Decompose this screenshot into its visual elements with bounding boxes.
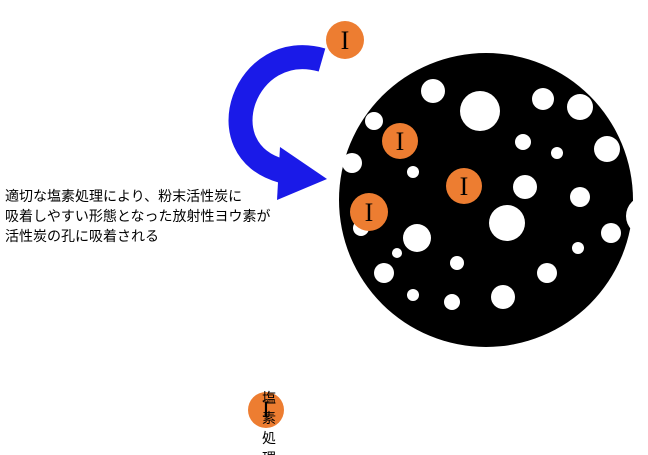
main-caption: 適切な塩素処理により、粉末活性炭に 吸着しやすい形態となった放射性ヨウ素が 活性…	[5, 188, 271, 244]
pore	[392, 248, 402, 258]
arrow-head-icon	[277, 147, 327, 200]
pore	[421, 79, 445, 103]
legend: I 塩素処理により活性炭に 吸着しやすい形態になった 放射性ヨウ素	[248, 388, 284, 455]
pore	[374, 263, 394, 283]
iodine-label: I	[460, 172, 469, 201]
carbon-particle	[339, 53, 648, 347]
pore	[407, 289, 419, 301]
pore	[407, 166, 419, 178]
pore	[342, 153, 362, 173]
iodine-ball	[382, 123, 418, 159]
pore	[450, 256, 464, 270]
iodine-label: I	[341, 26, 350, 55]
arrow-curve	[228, 45, 326, 183]
pore	[444, 294, 460, 310]
iodine-particle-free: I	[326, 21, 364, 59]
iodine-label: I	[365, 198, 374, 227]
pore	[403, 224, 431, 252]
legend-caption: 塩素処理により活性炭に 吸着しやすい形態になった 放射性ヨウ素	[262, 390, 276, 455]
pore	[567, 94, 593, 120]
carbon-body	[339, 53, 633, 347]
pore	[515, 134, 531, 150]
pore	[537, 263, 557, 283]
pore	[460, 91, 500, 131]
iodine-particle-adsorbed-1: I	[382, 123, 418, 159]
pore	[532, 88, 554, 110]
adsorption-arrow	[228, 45, 327, 200]
pore	[513, 175, 537, 199]
pore	[570, 187, 590, 207]
pores	[342, 79, 648, 310]
iodine-particle-adsorbed-3: I	[350, 193, 388, 231]
iodine-particle-adsorbed-2: I	[446, 168, 482, 204]
pore	[491, 285, 515, 309]
pore	[572, 242, 584, 254]
iodine-ball	[350, 193, 388, 231]
legend-iodine-icon: I	[248, 392, 284, 428]
pore-edge-notch	[626, 196, 648, 236]
pore	[594, 136, 620, 162]
pore	[489, 205, 525, 241]
iodine-label: I	[396, 127, 405, 156]
pore	[601, 223, 621, 243]
iodine-ball	[326, 21, 364, 59]
pore	[551, 147, 563, 159]
iodine-ball	[446, 168, 482, 204]
pore	[365, 112, 383, 130]
